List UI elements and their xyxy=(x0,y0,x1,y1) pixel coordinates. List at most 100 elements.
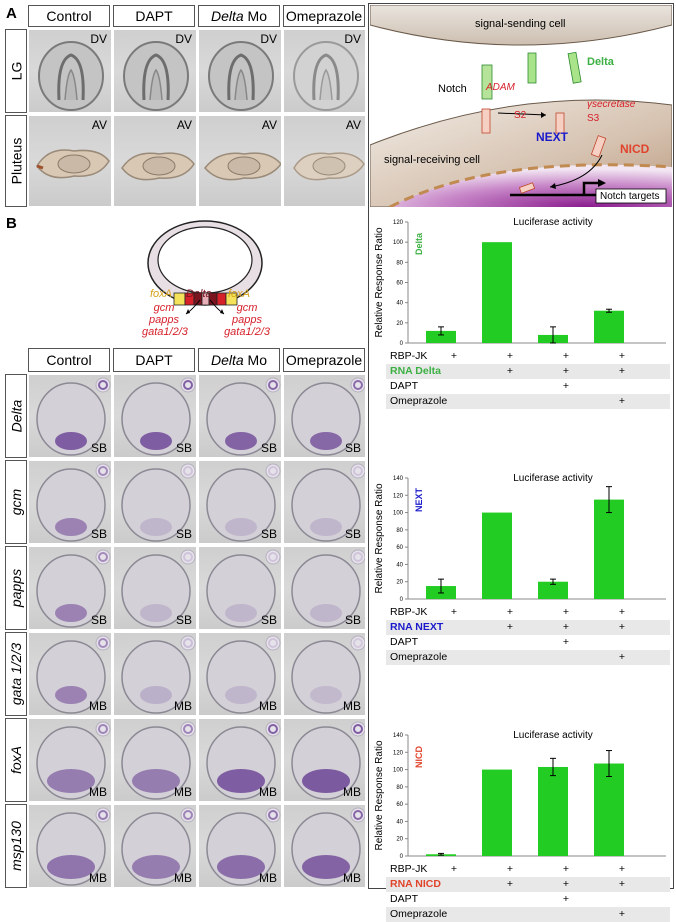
plus-cell: + xyxy=(562,350,570,362)
table-row: Omeprazole + xyxy=(386,907,670,922)
schematic-right-list: gcm papps gata1/2/3 xyxy=(224,302,270,338)
plus-cell: + xyxy=(618,908,626,920)
col-header-omeprazole-b: Omeprazole xyxy=(283,348,365,372)
image-omeprazole-row-2: SB xyxy=(283,546,366,630)
y-tick-label: 120 xyxy=(393,493,404,499)
plus-cell: + xyxy=(618,651,626,663)
notch-signaling-diagram xyxy=(370,5,672,207)
col-header-deltamo-b: Delta Mo xyxy=(198,348,280,372)
label-delta: Delta xyxy=(587,56,614,68)
image-deltamo-row-1: SB xyxy=(198,460,282,544)
table-row-label: DAPT xyxy=(390,636,419,648)
tag-av: AV xyxy=(176,118,192,132)
stage-tag: MB xyxy=(343,699,361,713)
image-dapt-row-5: MB xyxy=(113,804,197,888)
stage-tag: MB xyxy=(259,871,277,885)
image-omeprazole-row-1: SB xyxy=(283,460,366,544)
image-dapt-row-3: MB xyxy=(113,632,197,716)
y-axis-label: Relative Response Ratio xyxy=(374,227,385,337)
col-header-control-b: Control xyxy=(28,348,110,372)
stage-tag: SB xyxy=(344,441,361,455)
stage-tag: SB xyxy=(344,527,361,541)
label-s2: S2 xyxy=(514,110,527,121)
schematic-arrows xyxy=(185,299,225,315)
stage-tag: MB xyxy=(174,871,192,885)
plus-cell: + xyxy=(618,606,626,618)
y-tick-label: 60 xyxy=(396,802,403,808)
y-tick-label: 40 xyxy=(396,301,403,307)
table-row: RNA NICD+++ xyxy=(386,877,670,892)
table-row-label: DAPT xyxy=(390,380,419,392)
plus-cell: + xyxy=(562,863,570,875)
image-omeprazole-row-5: MB xyxy=(283,804,366,888)
image-control-row-2: SB xyxy=(28,546,112,630)
stage-tag: MB xyxy=(89,871,107,885)
tag-dv: DV xyxy=(260,32,277,46)
image-omeprazole-row-3: MB xyxy=(283,632,366,716)
label-s3: S3 xyxy=(587,113,600,124)
image-pluteus-deltamo: AV xyxy=(198,115,282,207)
col-header-omeprazole-a: Omeprazole xyxy=(283,5,365,27)
label-signal-sending-cell: signal-sending cell xyxy=(475,18,566,30)
table-row: RNA NEXT+++ xyxy=(386,620,670,635)
table-row: Omeprazole+ xyxy=(386,650,670,665)
y-tick-label: 20 xyxy=(396,837,403,843)
y-tick-label: 120 xyxy=(393,750,404,756)
table-row: Omeprazole+ xyxy=(386,394,670,409)
y-tick-label: 60 xyxy=(396,545,403,551)
image-lg-dapt: DV xyxy=(113,29,197,113)
stage-tag: SB xyxy=(260,613,277,627)
plus-cell: + xyxy=(562,893,570,905)
y-tick-label: 100 xyxy=(393,511,404,517)
embryo-schematic xyxy=(147,220,263,306)
table-row: RNA Delta+++ xyxy=(386,364,670,379)
stage-tag: SB xyxy=(90,613,107,627)
panel-letter-a: A xyxy=(6,5,17,22)
stage-tag: SB xyxy=(344,613,361,627)
y-tick-label: 40 xyxy=(396,819,403,825)
image-dapt-row-2: SB xyxy=(113,546,197,630)
table-row-label: DAPT xyxy=(390,893,419,905)
row-label-0: Delta xyxy=(5,374,27,458)
image-control-row-0: SB xyxy=(28,374,112,458)
image-deltamo-row-0: SB xyxy=(198,374,282,458)
image-deltamo-row-5: MB xyxy=(198,804,282,888)
tag-dv: DV xyxy=(175,32,192,46)
condition-table: RBP-JK++++RNA NEXT+++DAPT+Omeprazole+ xyxy=(386,605,670,665)
table-row-label: RNA NICD xyxy=(390,878,441,890)
y-tick-label: 80 xyxy=(396,785,403,791)
bar xyxy=(426,330,456,343)
y-tick-label: 140 xyxy=(393,476,404,482)
image-lg-control: DV xyxy=(28,29,112,113)
inset-label: Delta xyxy=(414,232,424,255)
stage-tag: MB xyxy=(259,785,277,799)
label-notch-targets: Notch targets xyxy=(600,191,660,202)
col-header-control-a: Control xyxy=(28,5,110,27)
image-deltamo-row-2: SB xyxy=(198,546,282,630)
bar xyxy=(482,512,512,599)
image-dapt-row-4: MB xyxy=(113,718,197,802)
y-axis-label: Relative Response Ratio xyxy=(374,740,385,850)
y-axis-label: Relative Response Ratio xyxy=(374,483,385,593)
plus-cell: + xyxy=(506,350,514,362)
table-row-label: RBP-JK xyxy=(390,350,428,362)
plus-cell: + xyxy=(562,621,570,633)
image-control-row-1: SB xyxy=(28,460,112,544)
table-row-label: Omeprazole xyxy=(390,908,448,920)
row-label-pluteus: Pluteus xyxy=(5,115,27,207)
plus-cell: + xyxy=(618,621,626,633)
y-tick-label: 120 xyxy=(393,220,404,226)
table-row-label: RNA Delta xyxy=(390,365,441,377)
plus-cell: + xyxy=(506,606,514,618)
stage-tag: MB xyxy=(89,699,107,713)
y-tick-label: 20 xyxy=(396,321,403,327)
chart-title: Luciferase activity xyxy=(513,730,592,741)
table-row: RBP-JK++++ xyxy=(386,349,670,364)
stage-tag: MB xyxy=(174,699,192,713)
stage-tag: SB xyxy=(175,527,192,541)
table-row: RBP-JK++++ xyxy=(386,862,670,877)
plus-cell: + xyxy=(618,350,626,362)
